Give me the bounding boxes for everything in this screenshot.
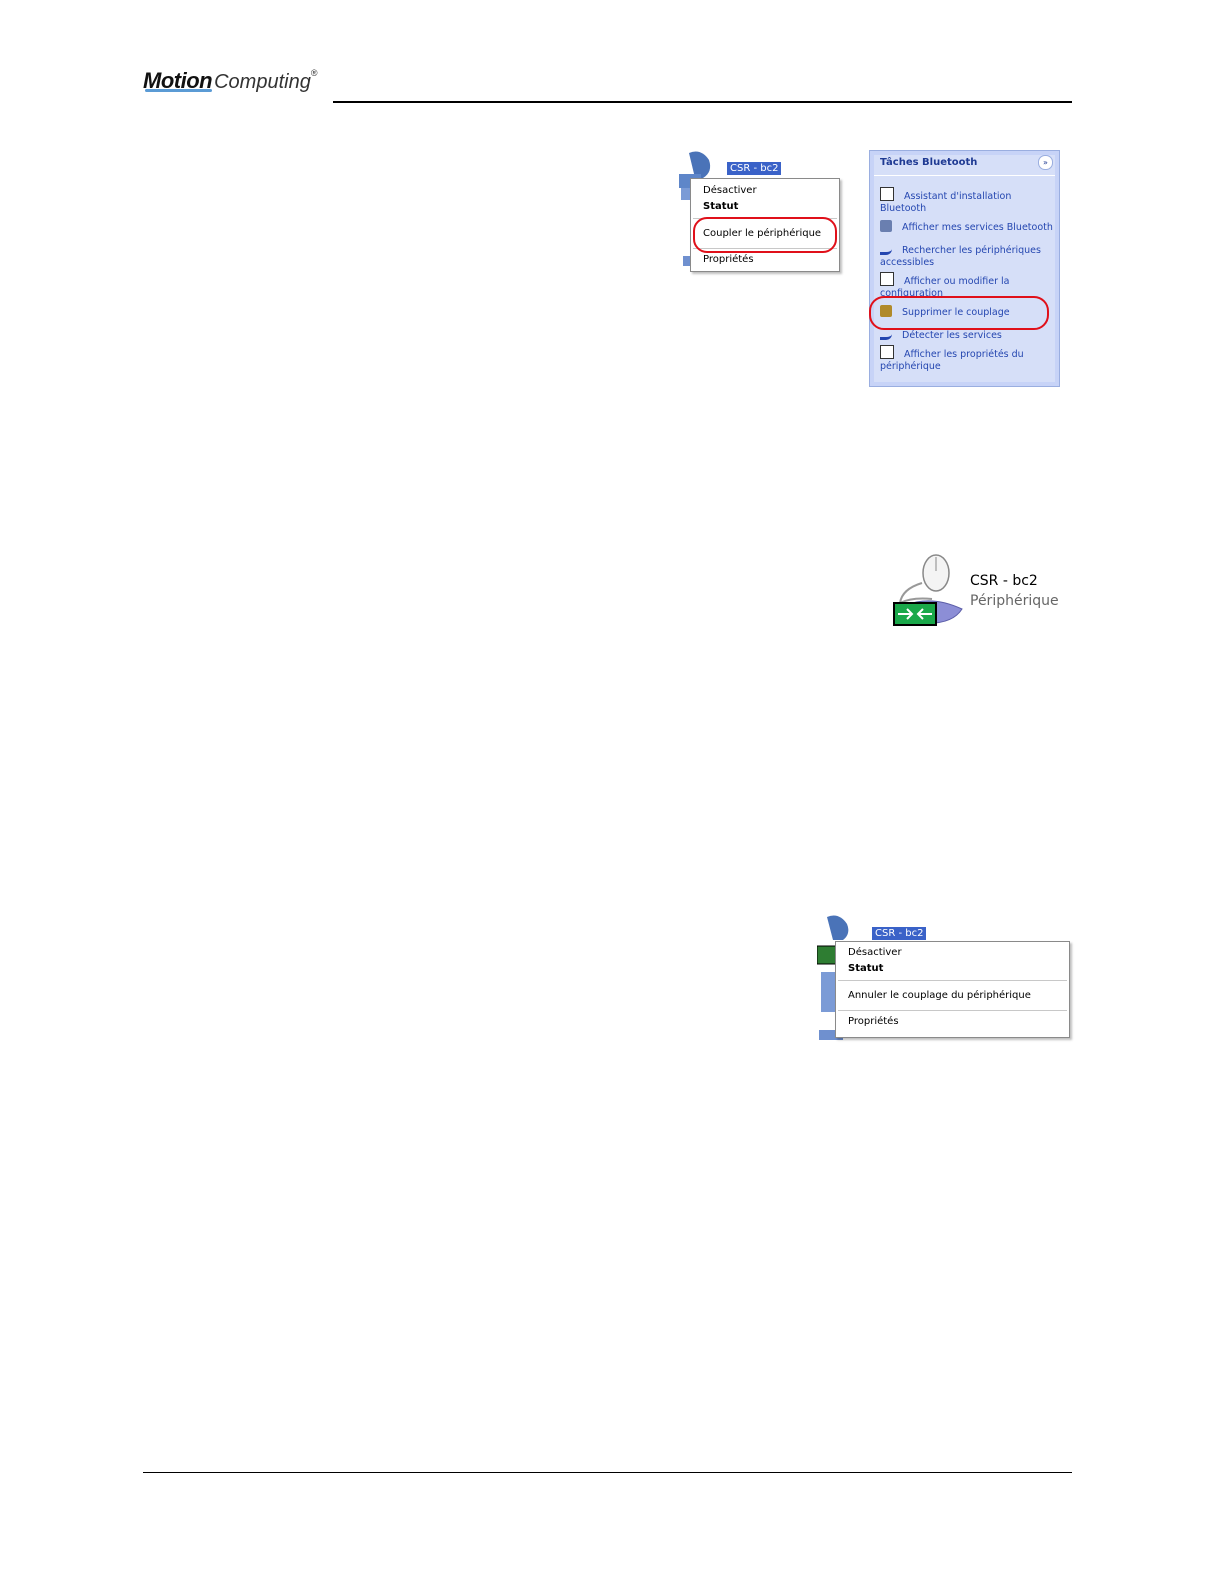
- task-detect-services[interactable]: Détecter les services: [880, 325, 1055, 342]
- properties-icon: [880, 345, 894, 359]
- task-device-properties[interactable]: Afficher les propriétés du périphérique: [880, 345, 1055, 373]
- logo-registered-mark: ®: [310, 68, 318, 78]
- pair-context-menu: Désactiver Statut Coupler le périphériqu…: [690, 178, 840, 272]
- task-setup-wizard[interactable]: Assistant d'installation Bluetooth: [880, 187, 1055, 215]
- menu-item-properties[interactable]: Propriétés: [703, 254, 754, 265]
- footer-rule: [143, 1472, 1072, 1473]
- menu-item-status[interactable]: Statut: [848, 963, 884, 974]
- menu-item-deactivate[interactable]: Désactiver: [703, 185, 757, 196]
- logo-computing-text: Computing: [214, 71, 311, 93]
- highlight-oval: [693, 217, 837, 253]
- pair-context-menu-screenshot: CSR - bc2 Désactiver Statut Coupler le p…: [675, 148, 845, 273]
- task-label: Détecter les services: [902, 330, 1002, 341]
- unpair-context-menu-screenshot: CSR - bc2 Désactiver Statut Annuler le c…: [817, 912, 1070, 1047]
- menu-item-deactivate[interactable]: Désactiver: [848, 947, 902, 958]
- unpair-context-menu: Désactiver Statut Annuler le couplage du…: [835, 941, 1070, 1038]
- menu-separator: [838, 1010, 1067, 1011]
- task-label: Afficher mes services Bluetooth: [902, 222, 1053, 233]
- logo-motion-text: Motion: [143, 68, 213, 93]
- services-icon: [880, 220, 892, 232]
- task-show-services[interactable]: Afficher mes services Bluetooth: [880, 220, 1055, 234]
- wizard-icon: [880, 187, 894, 201]
- menu-item-properties[interactable]: Propriétés: [848, 1016, 899, 1027]
- task-label: Supprimer le couplage: [902, 307, 1010, 318]
- bluetooth-tasks-body: [874, 155, 1055, 382]
- menu-separator: [838, 980, 1067, 981]
- bluetooth-tasks-title: Tâches Bluetooth: [880, 157, 978, 168]
- collapse-chevron-icon[interactable]: »: [1038, 155, 1053, 170]
- paired-device-tile: CSR - bc2 Périphérique: [892, 553, 1067, 633]
- device-label-selected: CSR - bc2: [872, 927, 927, 940]
- task-modify-config[interactable]: Afficher ou modifier la configuration: [880, 272, 1055, 300]
- config-icon: [880, 272, 894, 286]
- paired-device-type: Périphérique: [970, 593, 1059, 609]
- menu-item-pair-device[interactable]: Coupler le périphérique: [703, 228, 822, 239]
- paired-device-name: CSR - bc2: [970, 573, 1038, 589]
- menu-item-unpair-device[interactable]: Annuler le couplage du périphérique: [848, 990, 1031, 1001]
- paired-mouse-icon: [893, 554, 963, 626]
- task-search-devices[interactable]: Rechercher les périphériques accessibles: [880, 240, 1055, 269]
- bluetooth-tasks-panel: Tâches Bluetooth » Assistant d'installat…: [869, 150, 1060, 387]
- search-device-icon: [880, 240, 892, 255]
- task-label: Assistant d'installation Bluetooth: [880, 191, 1012, 214]
- highlight-oval: [869, 296, 1049, 330]
- device-label-selected: CSR - bc2: [727, 162, 782, 175]
- panel-divider: [874, 175, 1055, 176]
- task-label: Afficher ou modifier la configuration: [880, 276, 1010, 299]
- menu-separator: [693, 248, 837, 249]
- task-label: Afficher les propriétés du périphérique: [880, 349, 1024, 372]
- menu-item-status[interactable]: Statut: [703, 201, 739, 212]
- header-rule: [333, 101, 1072, 103]
- detect-services-icon: [880, 325, 892, 340]
- task-label: Rechercher les périphériques accessibles: [880, 245, 1041, 268]
